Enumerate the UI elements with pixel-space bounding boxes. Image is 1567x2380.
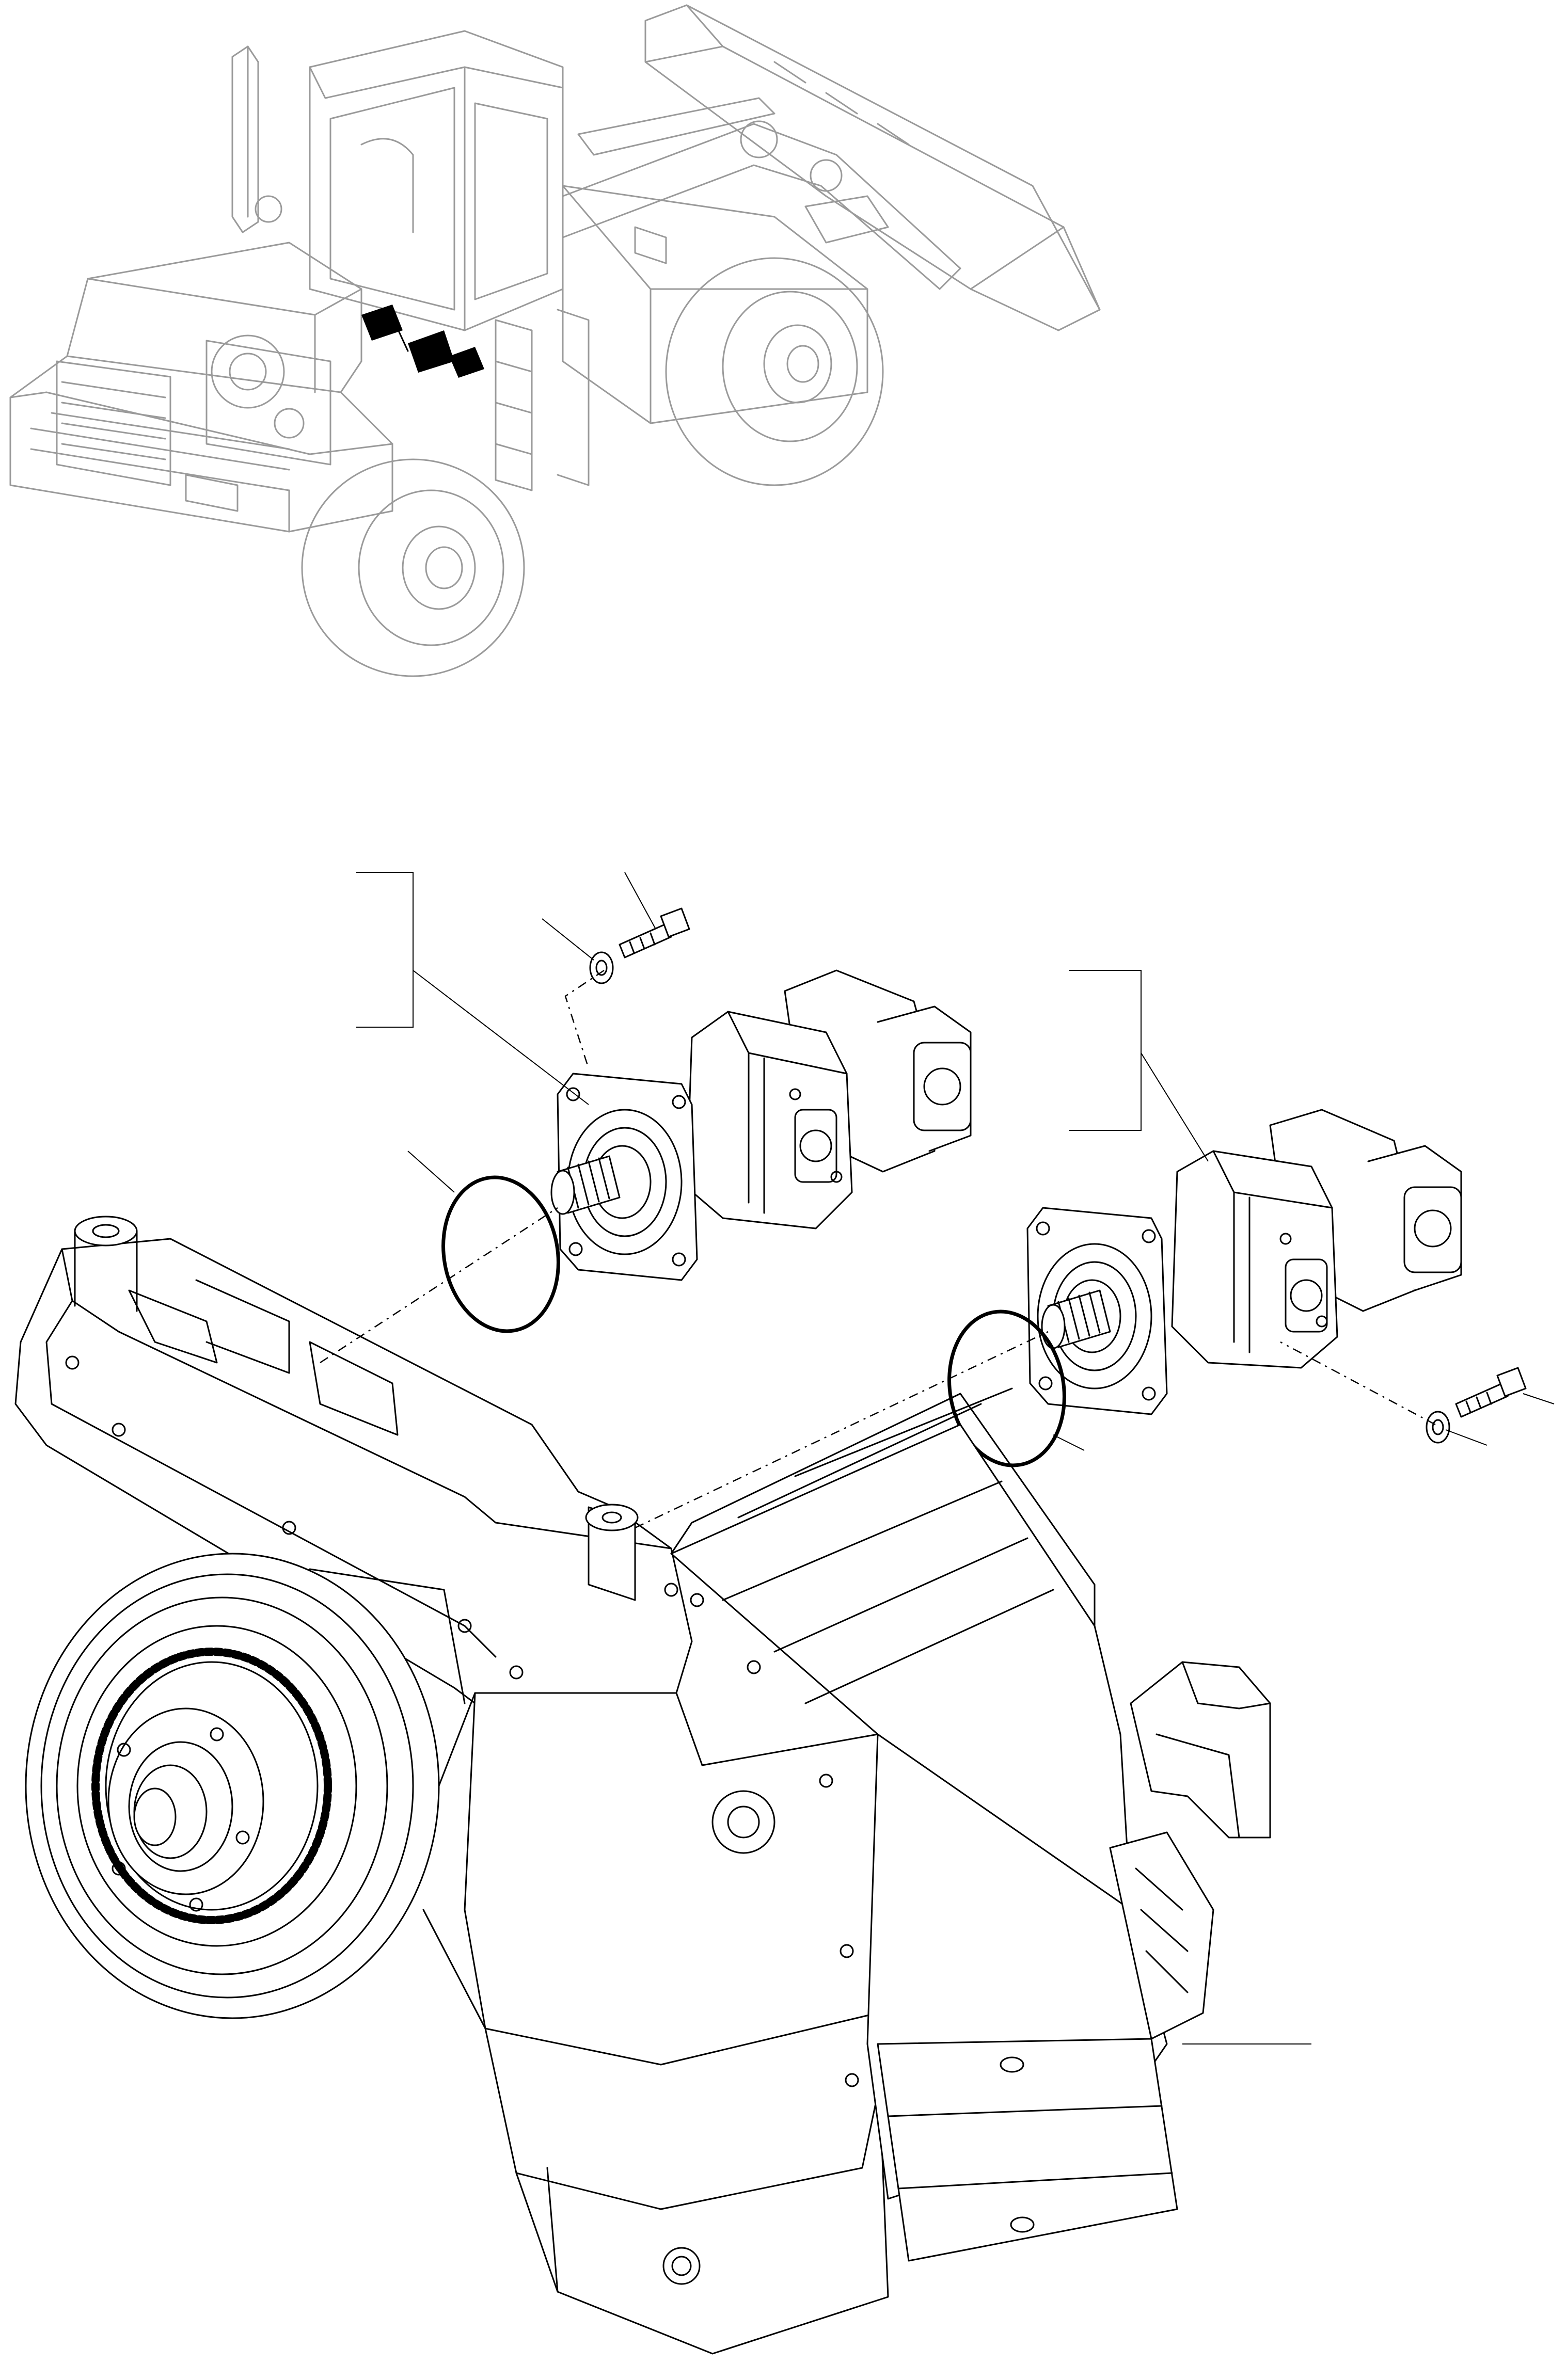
leader-oring-upper <box>407 1151 455 1193</box>
pump-assembly-upper <box>550 969 972 1281</box>
transmission-case <box>14 1216 1271 2355</box>
leader-bolt-upper <box>624 872 656 930</box>
leader-washer-lower <box>1445 1429 1487 1446</box>
o-ring-upper <box>441 1175 560 1333</box>
highlighted-pump-location <box>361 305 484 378</box>
leader-pump-lower <box>1141 1052 1209 1162</box>
leader-oring-lower <box>1053 1434 1085 1451</box>
bracket-lower <box>1069 970 1142 1131</box>
bolt-lower <box>1455 1367 1527 1418</box>
callout-leaders <box>356 872 1555 2044</box>
bracket-upper <box>356 872 414 1028</box>
washer-lower <box>1426 1411 1450 1444</box>
leader-bolt-lower <box>1523 1393 1555 1404</box>
wheel-loader-overview <box>9 4 1101 677</box>
washer-upper <box>589 951 614 984</box>
leader-pump-upper <box>413 970 589 1105</box>
alignment-lines <box>320 969 1436 1529</box>
bolt-upper <box>619 907 690 959</box>
pump-assembly-lower <box>1026 1109 1462 1415</box>
leader-washer-upper <box>542 918 594 961</box>
